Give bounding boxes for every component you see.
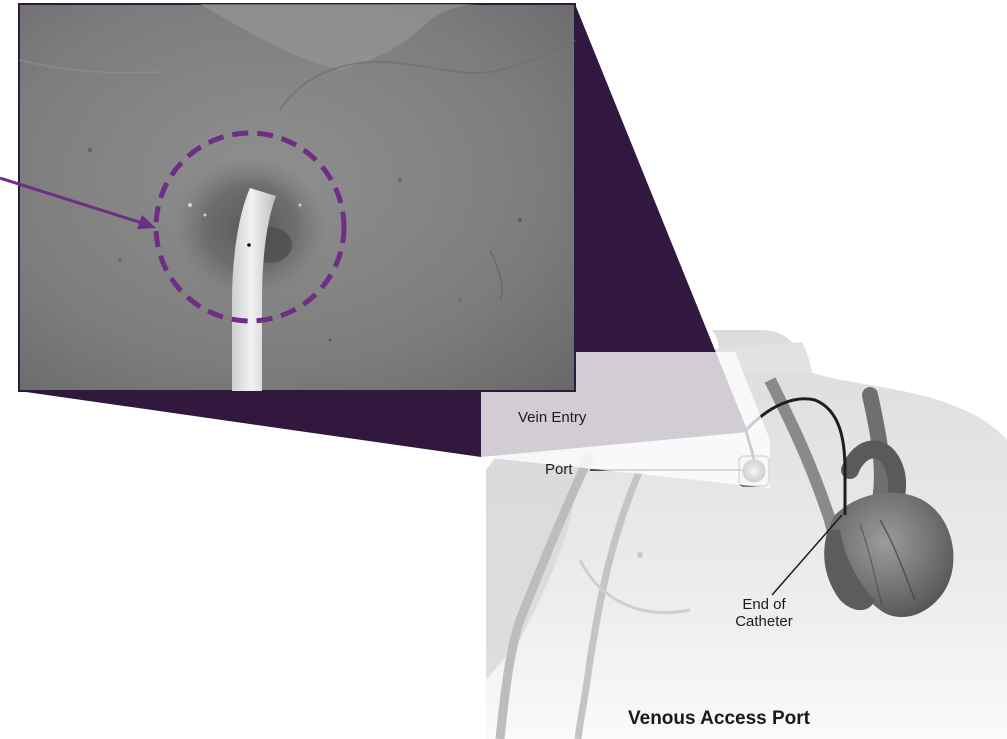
- photo-inset: [19, 4, 575, 391]
- figure-title: Venous Access Port: [628, 710, 810, 727]
- label-vein-entry: Vein Entry: [518, 409, 586, 426]
- label-end-of-catheter: End of Catheter: [722, 596, 806, 630]
- label-port: Port: [545, 461, 573, 478]
